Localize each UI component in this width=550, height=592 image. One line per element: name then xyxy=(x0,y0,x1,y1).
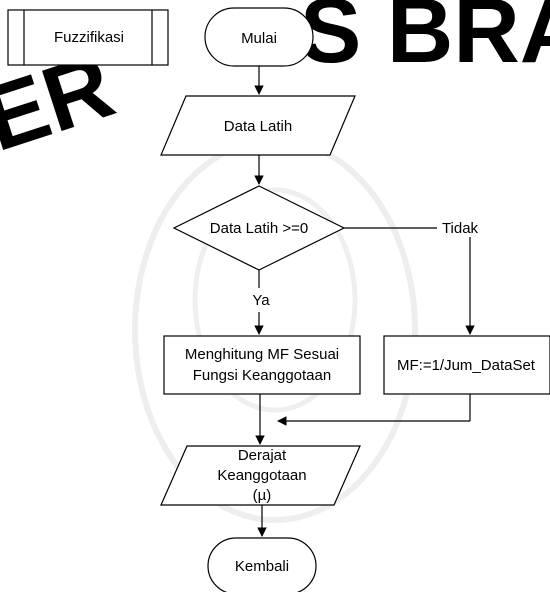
output-line-2: Keanggotaan xyxy=(217,467,306,484)
watermark-emblem-inner xyxy=(192,187,358,413)
fuzzifikasi-label: Fuzzifikasi xyxy=(54,29,124,46)
start-terminator: Mulai xyxy=(204,7,314,67)
output-line-1: Derajat xyxy=(238,447,287,464)
watermark-letters-right: S BRA xyxy=(300,0,550,82)
end-terminator: Kembali xyxy=(207,537,317,592)
output-line-3: (µ) xyxy=(253,487,272,504)
start-label: Mulai xyxy=(241,30,277,47)
process-main-line-1: Menghitung MF Sesuai xyxy=(185,346,339,363)
input-data-shape: Data Latih xyxy=(160,95,356,156)
decision-label: Data Latih >=0 xyxy=(210,220,308,237)
branch-yes-label: Ya xyxy=(252,292,270,309)
output-data-shape: Derajat Keanggotaan (µ) xyxy=(160,445,361,506)
process-main-line-2: Fungsi Keanggotaan xyxy=(193,367,331,384)
process-alt-box: MF:=1/Jum_DataSet xyxy=(383,335,550,395)
end-label: Kembali xyxy=(235,558,289,575)
fuzzifikasi-box: Fuzzifikasi xyxy=(7,9,169,66)
process-main-box: Menghitung MF Sesuai Fungsi Keanggotaan xyxy=(163,335,361,395)
decision-diamond: Data Latih >=0 xyxy=(172,185,346,271)
input-data-label: Data Latih xyxy=(224,118,292,135)
branch-no-label: Tidak xyxy=(442,220,479,237)
process-alt-label: MF:=1/Jum_DataSet xyxy=(397,357,536,374)
